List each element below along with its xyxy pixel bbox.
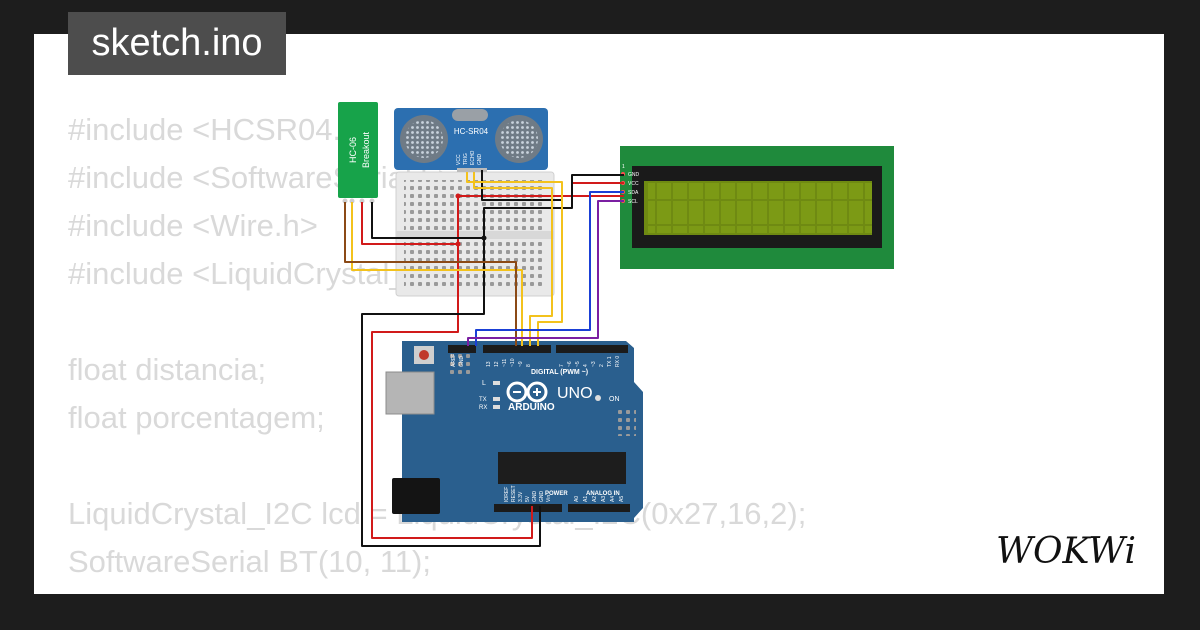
arduino-pin-10: ~10 bbox=[510, 358, 516, 367]
code-line: #include <Wire.h> bbox=[68, 208, 318, 243]
code-line: float porcentagem; bbox=[68, 400, 325, 435]
wokwi-logo-text: WOKWi bbox=[996, 531, 1136, 572]
arduino-analog-label: ANALOG IN bbox=[586, 491, 620, 497]
arduino-brand: ARDUINO bbox=[508, 402, 555, 413]
arduino-on-label: ON bbox=[609, 396, 620, 403]
bt-label-line1: HC-06 bbox=[348, 137, 358, 163]
arduino-pin-3v3: 3.3V bbox=[518, 491, 524, 502]
arduino-pin-3: ~3 bbox=[591, 361, 597, 367]
arduino-pin-13: 13 bbox=[486, 361, 492, 367]
arduino-pin-a4: A4 bbox=[610, 496, 616, 502]
arduino-pin-4: 4 bbox=[583, 364, 589, 367]
arduino-pin-gnd2: GND bbox=[539, 491, 545, 503]
arduino-pin-a1: A1 bbox=[583, 496, 589, 502]
arduino-pin-9: ~9 bbox=[518, 361, 524, 367]
arduino-pin-8: 8 bbox=[526, 364, 532, 367]
arduino-pin-gnd1: GND bbox=[532, 491, 538, 503]
wokwi-logo: WOKWi bbox=[976, 526, 1156, 576]
code-line: float distancia; bbox=[68, 352, 267, 387]
lcd-pin-sda: SDA bbox=[628, 190, 639, 196]
arduino-pin-vin: Vin bbox=[546, 495, 552, 502]
file-title-badge: sketch.ino bbox=[68, 12, 286, 75]
arduino-pin-2: 2 bbox=[599, 364, 605, 367]
ultrasonic-label: HC-SR04 bbox=[454, 127, 489, 136]
wire-purple-scl bbox=[467, 200, 624, 346]
wire-yellow-trig bbox=[466, 172, 563, 346]
ultrasonic-sensor[interactable]: HC-SR04 VCC TRIG ECHO GND bbox=[394, 108, 548, 172]
wire-black-sensor-gnd bbox=[481, 170, 562, 201]
arduino-pin-ioref: IOREF bbox=[504, 487, 510, 502]
arduino-pin-tx1: TX 1 bbox=[607, 356, 613, 367]
arduino-pin-gnd-top: GND bbox=[459, 356, 465, 368]
wire-red-bt-vcc bbox=[361, 202, 458, 245]
arduino-pin-rx0: RX 0 bbox=[615, 356, 621, 367]
arduino-pin-a2: A2 bbox=[592, 496, 598, 502]
arduino-tx-label: TX bbox=[479, 397, 487, 403]
ultrasonic-pin-gnd: GND bbox=[477, 154, 483, 166]
arduino-pin-reset: RESET bbox=[511, 485, 517, 502]
bt-label-line2: Breakout bbox=[361, 131, 371, 168]
arduino-uno[interactable]: DIGITAL (PWM ~) ARDUINO UNO ON L TX RX P… bbox=[385, 341, 643, 522]
arduino-pin-5: ~5 bbox=[575, 361, 581, 367]
arduino-pin-a0: A0 bbox=[574, 496, 580, 502]
arduino-pin-a5: A5 bbox=[619, 496, 625, 502]
wire-brown-bt-rx bbox=[344, 202, 517, 346]
arduino-infinity-icon bbox=[506, 381, 548, 403]
arduino-pin-7: 7 bbox=[559, 364, 565, 367]
bluetooth-module[interactable]: HC-06 Breakout bbox=[338, 102, 378, 204]
lcd-pin-vcc: VCC bbox=[628, 181, 639, 187]
arduino-pin-aref: AREF bbox=[451, 354, 457, 367]
wire-black-bt-gnd bbox=[371, 202, 484, 239]
wire-yellow-bt-tx bbox=[351, 202, 523, 346]
wire-blue-sda bbox=[475, 191, 624, 346]
lcd-display[interactable]: 1 GND VCC SDA SCL bbox=[620, 146, 894, 269]
lcd-pin-scl: SCL bbox=[628, 199, 638, 205]
arduino-pin-12: 12 bbox=[494, 361, 500, 367]
arduino-rx-label: RX bbox=[479, 405, 487, 411]
wire-yellow-echo bbox=[473, 172, 553, 346]
arduino-power-label: POWER bbox=[545, 491, 568, 497]
arduino-l-label: L bbox=[482, 380, 486, 387]
ultrasonic-pin-echo: ECHO bbox=[470, 150, 476, 165]
arduino-pin-a3: A3 bbox=[601, 496, 607, 502]
arduino-pin-5v: 5V bbox=[525, 495, 531, 502]
arduino-pin-11: ~11 bbox=[502, 359, 508, 367]
lcd-pin1-label: 1 bbox=[622, 164, 625, 170]
wokwi-logo-mark: WOKWi bbox=[996, 531, 1136, 572]
ultrasonic-pin-vcc: VCC bbox=[456, 154, 462, 165]
wire-black-gnd bbox=[361, 174, 624, 547]
code-line: UltraSonicDistanceSensor distanceSensor(… bbox=[68, 586, 806, 594]
arduino-model: UNO bbox=[557, 385, 593, 402]
breadboard[interactable] bbox=[395, 171, 555, 297]
arduino-digital-label: DIGITAL (PWM ~) bbox=[531, 369, 588, 376]
arduino-pin-6: ~6 bbox=[567, 361, 573, 367]
ultrasonic-pin-trig: TRIG bbox=[463, 153, 469, 165]
file-title: sketch.ino bbox=[91, 22, 263, 64]
lcd-pin-gnd: GND bbox=[628, 172, 640, 178]
code-line: SoftwareSerial BT(10, 11); bbox=[68, 544, 431, 579]
